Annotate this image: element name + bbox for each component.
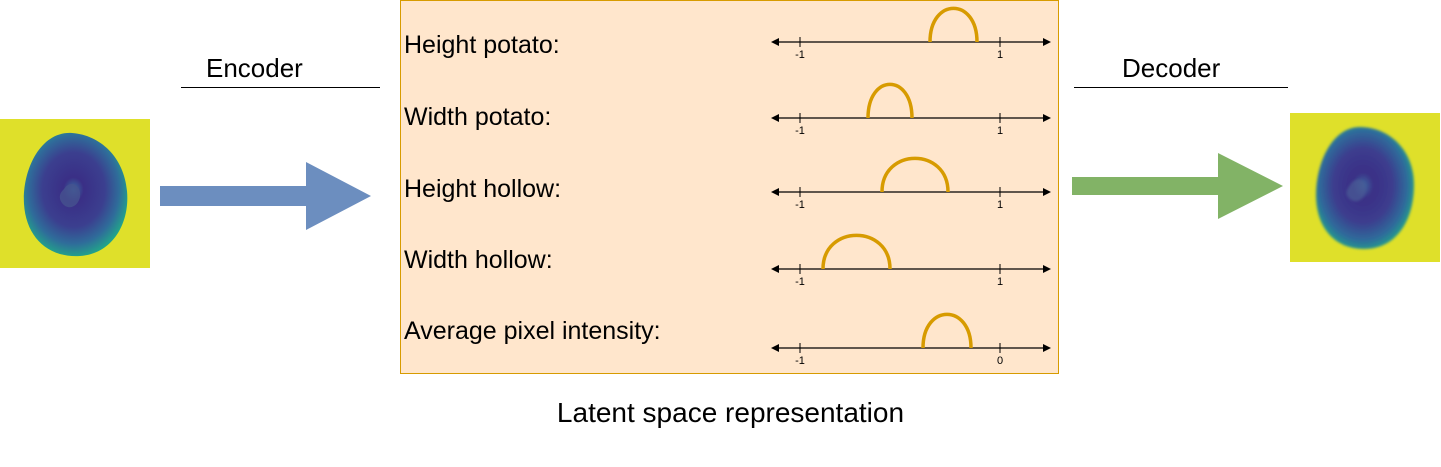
- decoder-label: Decoder: [1122, 53, 1221, 83]
- encoder-divider: [181, 87, 380, 88]
- latent-variable-label: Average pixel intensity:: [404, 317, 661, 345]
- latent-variable-label: Width potato:: [404, 103, 552, 131]
- encoder-arrow-icon: [160, 160, 372, 232]
- latent-space-caption: Latent space representation: [556, 397, 905, 428]
- axis-arrowhead: [771, 114, 779, 122]
- distribution-curve: [921, 312, 973, 349]
- axis-tick-label: 1: [996, 199, 1004, 211]
- distribution-curve: [866, 82, 914, 119]
- axis-tick-label: 1: [996, 276, 1004, 288]
- axis-arrowhead: [1043, 114, 1051, 122]
- axis-arrowhead: [1043, 188, 1051, 196]
- axis-arrowhead: [1043, 38, 1051, 46]
- latent-variable-label: Height hollow:: [404, 175, 562, 203]
- axis-tick-label: 1: [996, 49, 1004, 61]
- axis-arrowhead: [1043, 265, 1051, 273]
- axis-arrowhead: [771, 344, 779, 352]
- distribution-curve: [821, 233, 892, 270]
- axis-tick-label: 1: [996, 125, 1004, 137]
- input-potato-image: [0, 119, 150, 268]
- axis-arrowhead: [1043, 344, 1051, 352]
- output-potato-image: [1290, 113, 1440, 262]
- axis-tick-label: -1: [795, 355, 805, 367]
- axis-arrowhead: [771, 265, 779, 273]
- latent-axis: [771, 82, 1051, 123]
- axis-tick-label: -1: [795, 276, 805, 288]
- axis-arrowhead: [771, 38, 779, 46]
- latent-variable-label: Height potato:: [404, 31, 560, 59]
- distribution-curve: [928, 6, 979, 43]
- encoder-label: Encoder: [206, 53, 303, 83]
- axis-tick-label: -1: [795, 125, 805, 137]
- axis-tick-label: 0: [996, 355, 1004, 367]
- decoder-divider: [1074, 87, 1288, 88]
- axis-tick-label: -1: [795, 49, 805, 61]
- decoder-arrow-icon: [1072, 153, 1284, 219]
- latent-axis: [771, 312, 1051, 353]
- latent-axis: [771, 156, 1051, 197]
- latent-axis: [771, 233, 1051, 274]
- latent-axis: [771, 6, 1051, 47]
- axis-arrowhead: [771, 188, 779, 196]
- distribution-curve: [880, 156, 950, 193]
- axis-tick-label: -1: [795, 199, 805, 211]
- latent-variable-label: Width hollow:: [404, 246, 553, 274]
